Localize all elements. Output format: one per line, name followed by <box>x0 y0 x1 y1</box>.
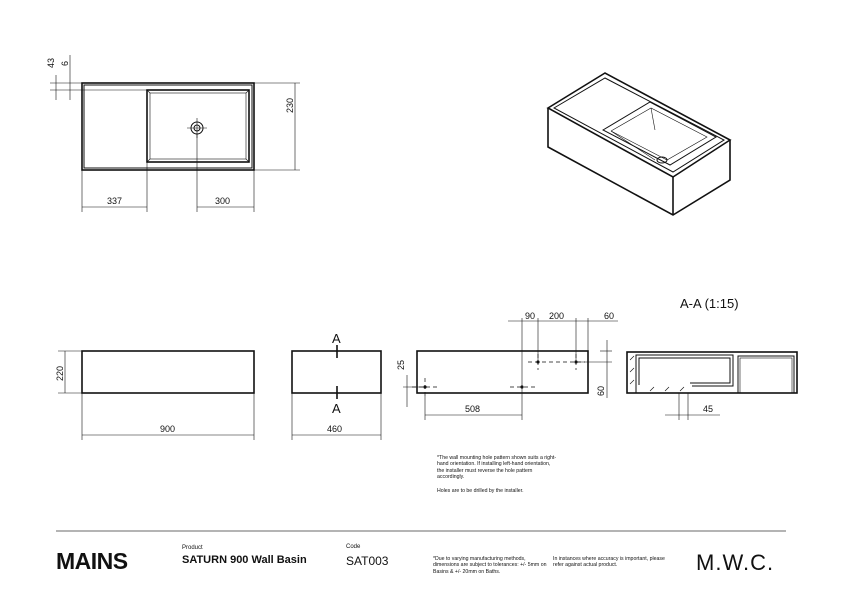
dim-220: 220 <box>55 366 65 381</box>
accuracy-note: In instances where accuracy is important… <box>553 556 665 569</box>
dim-508: 508 <box>465 404 480 414</box>
drilling-note: Holes are to be drilled by the installer… <box>437 488 524 494</box>
dim-300: 300 <box>215 196 230 206</box>
product-label: Product <box>182 545 203 551</box>
dim-200: 200 <box>549 311 564 321</box>
hole-pattern-note: *The wall mounting hole pattern shown su… <box>437 455 557 481</box>
dim-230: 230 <box>285 98 295 113</box>
section-view: A-A (1:15) 45 <box>626 296 798 420</box>
section-title: A-A (1:15) <box>680 296 739 311</box>
dim-6: 6 <box>60 61 70 66</box>
side-view: A A 460 <box>291 331 382 440</box>
isometric-view <box>546 72 732 216</box>
dim-337: 337 <box>107 196 122 206</box>
section-mark-top: A <box>332 331 341 346</box>
product-name: SATURN 900 Wall Basin <box>182 554 307 566</box>
mains-logo: MAINS <box>56 548 128 574</box>
dim-43: 43 <box>46 58 56 68</box>
code-label: Code <box>346 544 361 550</box>
dim-60-side: 60 <box>596 386 606 396</box>
tolerance-note: *Due to varying manufacturing methods, d… <box>433 556 547 575</box>
dim-45: 45 <box>703 404 713 414</box>
dim-60-top: 60 <box>604 311 614 321</box>
plan-view: 43 6 230 337 300 <box>46 55 300 212</box>
dim-25: 25 <box>396 360 406 370</box>
dim-90: 90 <box>525 311 535 321</box>
rear-view: 90 200 60 25 60 508 <box>396 311 618 420</box>
dim-900: 900 <box>160 424 175 434</box>
dim-460: 460 <box>327 424 342 434</box>
section-mark-bottom: A <box>332 401 341 416</box>
product-code: SAT003 <box>346 554 389 568</box>
front-view: 220 900 <box>55 350 255 440</box>
mwc-logo: M.W.C. <box>696 550 775 575</box>
